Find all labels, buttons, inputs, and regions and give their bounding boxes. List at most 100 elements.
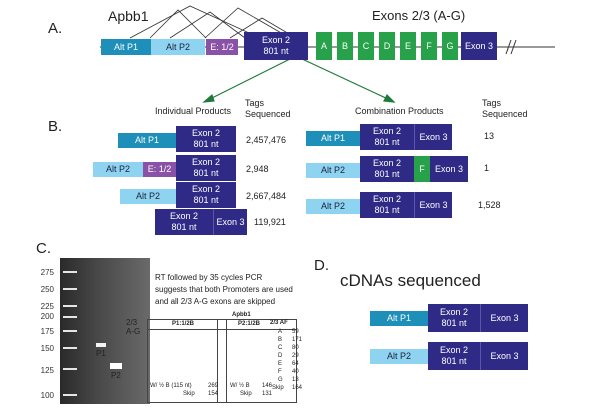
- exon-a-box: A: [316, 32, 332, 60]
- p2-row-label-1: Skip: [240, 391, 252, 397]
- section-a-letter: A.: [48, 20, 63, 37]
- exon-e-box: E: [400, 32, 416, 60]
- af-row-value: 171: [292, 337, 303, 343]
- comb2-alt-p2: Alt P2: [306, 163, 360, 178]
- comb2-exon3: Exon 3: [430, 156, 468, 182]
- band-label-p2: P2: [111, 371, 121, 380]
- comb3-alt-p2: Alt P2: [306, 199, 360, 214]
- ind2-tags: 2,948: [246, 164, 269, 174]
- p2-row-label-0: W/ ½ B: [230, 383, 250, 389]
- ind4-exon2: Exon 2 801 nt: [155, 209, 213, 235]
- ind2-exon2: Exon 2 801 nt: [176, 155, 236, 181]
- comb1-exon2: Exon 2 801 nt: [360, 124, 414, 150]
- comb2-exon2: Exon 2 801 nt: [360, 156, 414, 182]
- p1-row-label-0: W/ ½ B (115 nt): [150, 383, 192, 389]
- af-row-label: B: [278, 337, 283, 343]
- arrows: [202, 57, 396, 103]
- exon-d-box: D: [379, 32, 395, 60]
- alt-p1-box: Alt P1: [101, 39, 151, 55]
- tags-header-combination: Tags Sequenced: [482, 98, 528, 119]
- gene-name: Apbb1: [108, 8, 149, 24]
- ind4-tags: 119,921: [254, 217, 286, 227]
- ind1-alt-p1: Alt P1: [118, 133, 176, 148]
- cdna1-exon3: Exon 3: [480, 304, 528, 332]
- band-p1: [96, 343, 106, 347]
- ind3-alt-p2: Alt P2: [120, 189, 176, 204]
- band-label-ag: 2/3 A-G: [126, 318, 141, 336]
- combination-header: Combination Products: [355, 106, 444, 116]
- af-row-label: F: [278, 369, 282, 375]
- af-row-value: 64: [292, 361, 299, 367]
- af-row-value: 13: [292, 377, 299, 383]
- exon-c-box: C: [358, 32, 374, 60]
- individual-header: Individual Products: [155, 106, 232, 116]
- table-divider-2: [217, 319, 218, 403]
- break-mark: [505, 39, 517, 55]
- comb3-exon2: Exon 2 801 nt: [360, 192, 414, 218]
- ladder-125: 125: [40, 366, 54, 375]
- col-header-p1: P1:1/2B: [172, 321, 195, 327]
- alt-p2-box: Alt P2: [151, 39, 205, 55]
- comb2-exon-f: F: [414, 156, 430, 182]
- af-row-value: 40: [292, 369, 299, 375]
- cdna2-exon3: Exon 3: [480, 342, 528, 370]
- af-row-label: G: [278, 377, 283, 383]
- cdna1-exon2: Exon 2 801 nt: [428, 304, 480, 332]
- section-d-letter: D.: [314, 257, 329, 274]
- cdna-title: cDNAs sequenced: [340, 271, 481, 290]
- table-title: Apbb1: [232, 312, 251, 318]
- af-row-value: 29: [292, 353, 299, 359]
- af-row-label: C: [278, 345, 283, 351]
- p1-row-label-1: Skip: [183, 391, 195, 397]
- comb3-tags: 1,528: [478, 200, 501, 210]
- ind2-alt-p2: Alt P2: [93, 162, 143, 177]
- col-header-p2: P2:1/2B: [238, 321, 261, 327]
- p2-row-value-0: 146: [262, 383, 273, 389]
- exon3-box: Exon 3: [461, 32, 497, 60]
- ladder-bands: [63, 271, 77, 396]
- band-label-p1: P1: [96, 349, 106, 358]
- ind4-exon3: Exon 3: [213, 209, 247, 235]
- ladder-100: 100: [40, 391, 54, 400]
- gel-image: [60, 258, 150, 404]
- comb1-alt-p1: Alt P1: [306, 131, 360, 146]
- cdna2-exon2: Exon 2 801 nt: [428, 342, 480, 370]
- band-p2: [110, 363, 122, 369]
- cdna2-alt-p2: Alt P2: [370, 349, 428, 364]
- comb2-tags: 1: [484, 163, 490, 173]
- af-row-label: Skip: [272, 385, 284, 391]
- af-row-value: 59: [292, 329, 299, 335]
- exon-f-box: F: [421, 32, 437, 60]
- ladder-275: 275: [40, 268, 54, 277]
- splice-arcs: [129, 5, 297, 39]
- ind3-tags: 2,667,484: [246, 191, 287, 201]
- ladder-175: 175: [40, 327, 54, 336]
- section-c-letter: C.: [36, 240, 51, 257]
- exon2-box: Exon 2 801 nt: [244, 32, 308, 60]
- af-row-label: D: [278, 353, 283, 359]
- p1-row-value-0: 269: [208, 383, 219, 389]
- ladder-200: 200: [40, 312, 54, 321]
- ind2-e12: E: 1/2: [143, 162, 176, 177]
- ind1-exon2: Exon 2 801 nt: [176, 126, 236, 152]
- af-row-value: 164: [292, 385, 303, 391]
- af-row-label: E: [278, 361, 283, 367]
- ladder-225: 225: [40, 302, 54, 311]
- af-row-value: 80: [292, 345, 299, 351]
- comb3-exon3: Exon 3: [414, 192, 452, 218]
- p1-row-value-1: 154: [208, 391, 219, 397]
- cdna1-alt-p1: Alt P1: [370, 311, 428, 326]
- ladder-150: 150: [40, 344, 54, 353]
- col-header-af: 2/3 AF: [270, 320, 288, 326]
- comb1-tags: 13: [484, 131, 495, 141]
- ind3-exon2: Exon 2 801 nt: [176, 182, 236, 208]
- ladder-250: 250: [40, 285, 54, 294]
- tags-header-individual: Tags Sequenced: [245, 98, 291, 119]
- exon-g-box: G: [442, 32, 458, 60]
- section-b-letter: B.: [48, 118, 63, 135]
- exon-b-box: B: [337, 32, 353, 60]
- table-header-row: [148, 320, 296, 330]
- comb1-exon3: Exon 3: [414, 124, 452, 150]
- e12-box: E: 1/2: [206, 39, 238, 55]
- rt-pcr-note: RT followed by 35 cycles PCR suggests th…: [155, 273, 293, 306]
